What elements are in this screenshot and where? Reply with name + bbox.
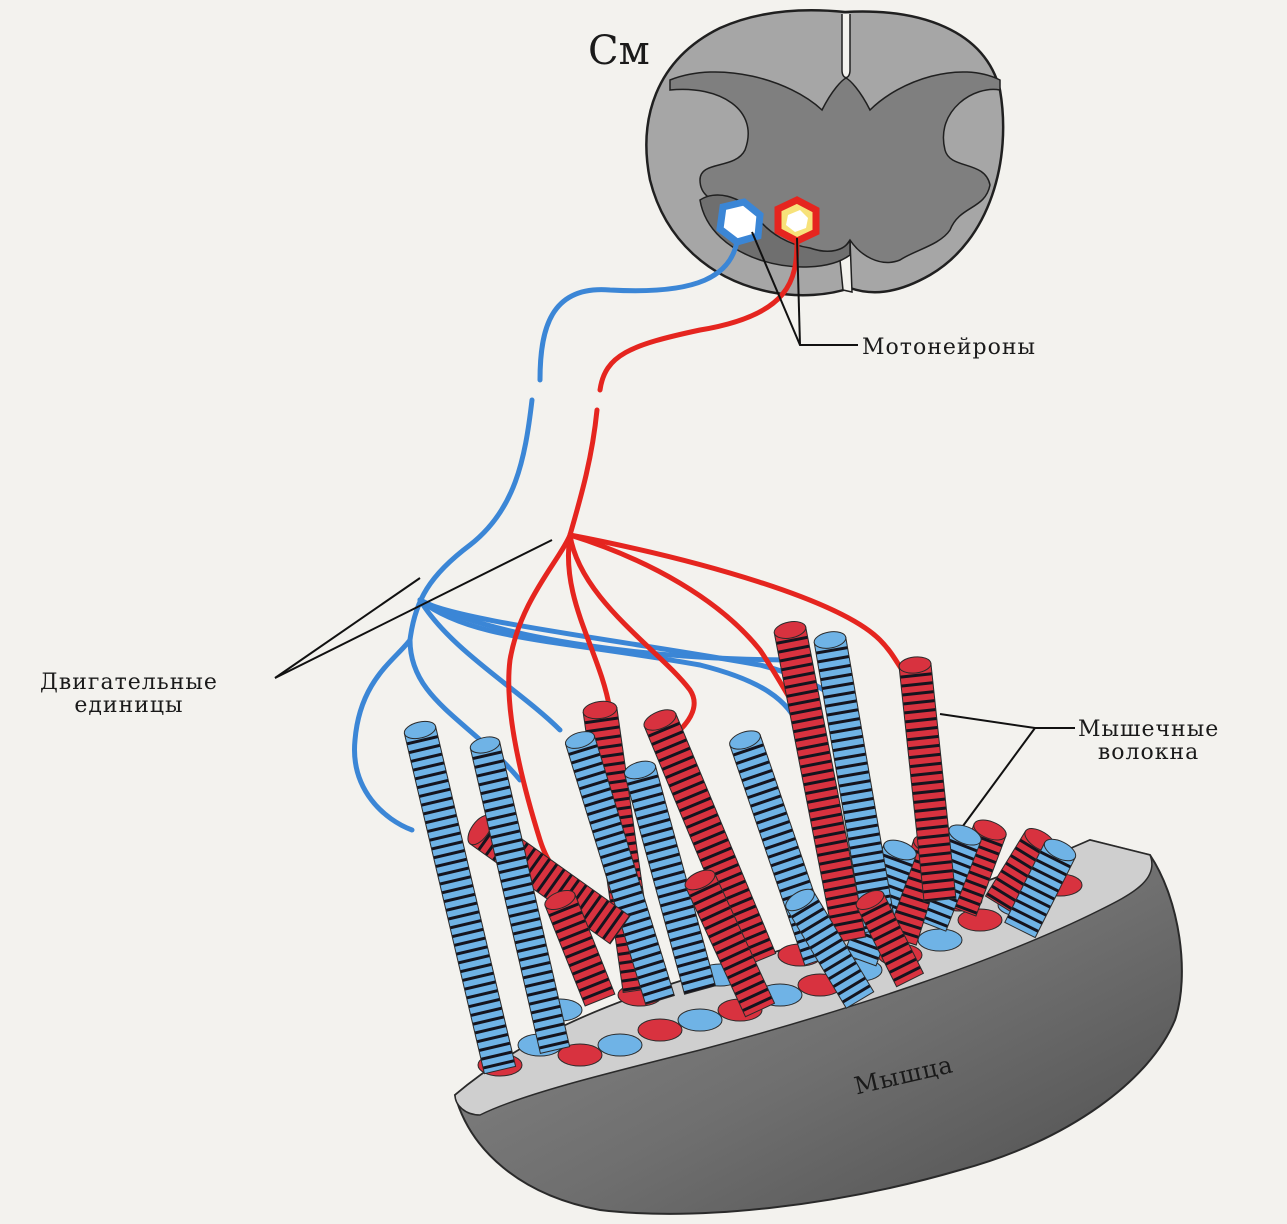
posterior-sulcus <box>842 14 850 78</box>
spinal-cord-label: См <box>588 30 650 72</box>
blue-fiber-end <box>598 1034 642 1056</box>
motoneurons-label: Мотонейроны <box>862 336 1036 359</box>
spinal-cord <box>646 10 1003 295</box>
muscle-fibers-label: Мышечные волокна <box>1078 718 1219 764</box>
motor-units-label: Двигательные единицы <box>40 671 218 717</box>
muscle-fibers-label-line1: Мышечные <box>1078 718 1219 741</box>
blue-fiber-end <box>918 929 962 951</box>
motor-units-label-line1: Двигательные <box>40 671 218 694</box>
motor-units-label-line2: единицы <box>40 694 218 717</box>
blue-fiber-end <box>678 1009 722 1031</box>
red-fiber-end <box>958 909 1002 931</box>
red-fiber-end <box>638 1019 682 1041</box>
muscle-fibers-label-line2: волокна <box>1078 741 1219 764</box>
